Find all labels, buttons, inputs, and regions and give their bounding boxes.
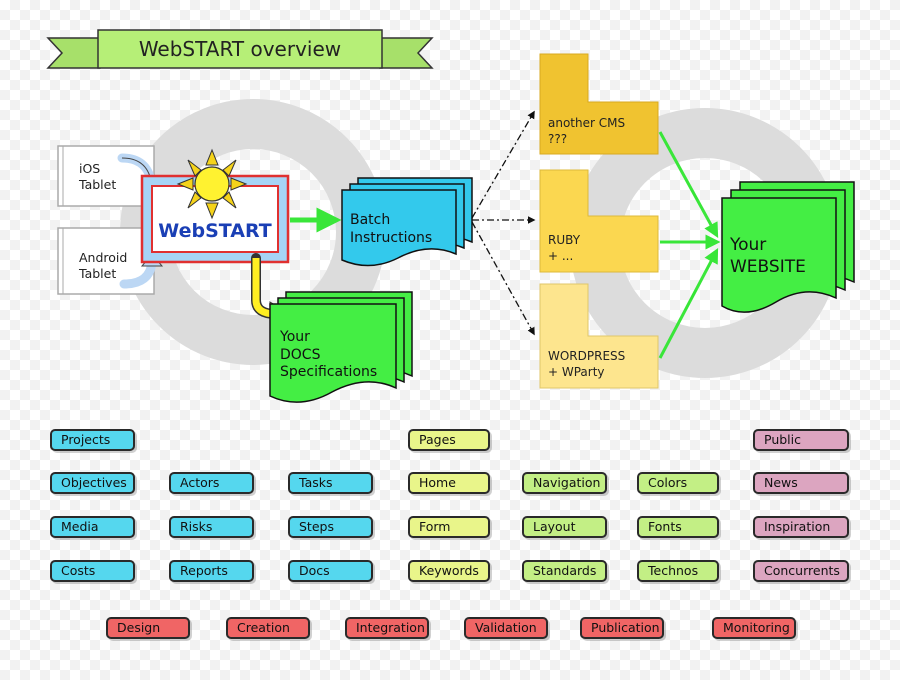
tag-fonts[interactable]: Fonts — [637, 516, 719, 538]
cms-another-line-2: ??? — [548, 132, 567, 146]
tag-projects[interactable]: Projects — [50, 429, 135, 451]
docs-specifications-stack: Your DOCS Specifications — [269, 291, 413, 403]
cms-ruby-box: RUBY + ... — [539, 169, 659, 273]
svg-text:Batch Instructions: Batch Instructions — [350, 212, 432, 246]
tag-public[interactable]: Public — [753, 429, 849, 451]
cms-ruby-line-2: + ... — [548, 249, 573, 263]
tag-steps[interactable]: Steps — [288, 516, 373, 538]
android-tablet-label: Tablet — [78, 266, 116, 281]
cms-to-website-arrows — [658, 131, 721, 359]
tag-form[interactable]: Form — [408, 516, 490, 538]
sun-icon — [176, 148, 248, 220]
tag-monitoring[interactable]: Monitoring — [712, 617, 796, 639]
docs-line-3: Specifications — [280, 364, 377, 380]
tag-design[interactable]: Design — [106, 617, 190, 639]
tag-publication[interactable]: Publication — [580, 617, 664, 639]
tag-actors[interactable]: Actors — [169, 472, 254, 494]
cms-wordpress-line-2: + WParty — [548, 365, 605, 379]
cms-wordpress-line-1: WORDPRESS — [548, 349, 625, 363]
tag-tasks[interactable]: Tasks — [288, 472, 373, 494]
tag-home[interactable]: Home — [408, 472, 490, 494]
tag-validation[interactable]: Validation — [464, 617, 548, 639]
webstart-label: WebSTART — [158, 220, 271, 242]
svg-text:Android Tablet: Android Tablet — [78, 250, 131, 281]
tag-objectives[interactable]: Objectives — [50, 472, 135, 494]
svg-text:another CMS ???: another CMS ??? — [548, 116, 629, 146]
batch-line-1: Batch — [350, 212, 390, 228]
cms-another-box: another CMS ??? — [539, 53, 659, 155]
tag-docs[interactable]: Docs — [288, 560, 373, 582]
tag-media[interactable]: Media — [50, 516, 135, 538]
cms-wordpress-box: WORDPRESS + WParty — [539, 283, 659, 389]
tag-keywords[interactable]: Keywords — [408, 560, 490, 582]
ios-tablet-box: iOS Tablet — [57, 145, 155, 207]
page-title: WebSTART overview — [139, 37, 341, 61]
cms-another-line-1: another CMS — [548, 116, 625, 130]
tag-creation[interactable]: Creation — [226, 617, 310, 639]
tag-standards[interactable]: Standards — [522, 560, 607, 582]
batch-line-2: Instructions — [350, 230, 432, 246]
tag-integration[interactable]: Integration — [345, 617, 429, 639]
svg-text:RUBY + ...: RUBY + ... — [548, 233, 584, 263]
tag-news[interactable]: News — [753, 472, 849, 494]
batch-to-cms-arrows — [471, 110, 536, 336]
svg-text:Your DOCS Specific: Your DOCS Specifications — [279, 329, 377, 380]
docs-line-1: Your — [279, 329, 310, 345]
website-stack: Your WEBSITE — [721, 181, 855, 313]
tag-pages[interactable]: Pages — [408, 429, 490, 451]
cms-ruby-line-1: RUBY — [548, 233, 581, 247]
website-line-1: Your — [729, 235, 766, 255]
tag-reports[interactable]: Reports — [169, 560, 254, 582]
svg-text:WORDPRESS + WParty: WORDPRESS + WParty — [548, 349, 629, 379]
tag-layout[interactable]: Layout — [522, 516, 607, 538]
title-banner: WebSTART overview — [46, 29, 434, 69]
svg-text:Your WEBSITE: Your WEBSITE — [729, 235, 806, 277]
tag-concurrents[interactable]: Concurrents — [753, 560, 849, 582]
tag-costs[interactable]: Costs — [50, 560, 135, 582]
ios-tablet-label: Tablet — [78, 177, 116, 192]
tag-inspiration[interactable]: Inspiration — [753, 516, 849, 538]
android-label: Android — [79, 250, 127, 265]
docs-line-2: DOCS — [280, 347, 321, 363]
batch-instructions-stack: Batch Instructions — [341, 177, 473, 267]
tag-technos[interactable]: Technos — [637, 560, 719, 582]
tag-risks[interactable]: Risks — [169, 516, 254, 538]
svg-text:iOS Tablet: iOS Tablet — [78, 161, 116, 192]
tag-colors[interactable]: Colors — [637, 472, 719, 494]
website-line-2: WEBSITE — [730, 257, 806, 277]
tag-navigation[interactable]: Navigation — [522, 472, 607, 494]
ios-label: iOS — [79, 161, 100, 176]
